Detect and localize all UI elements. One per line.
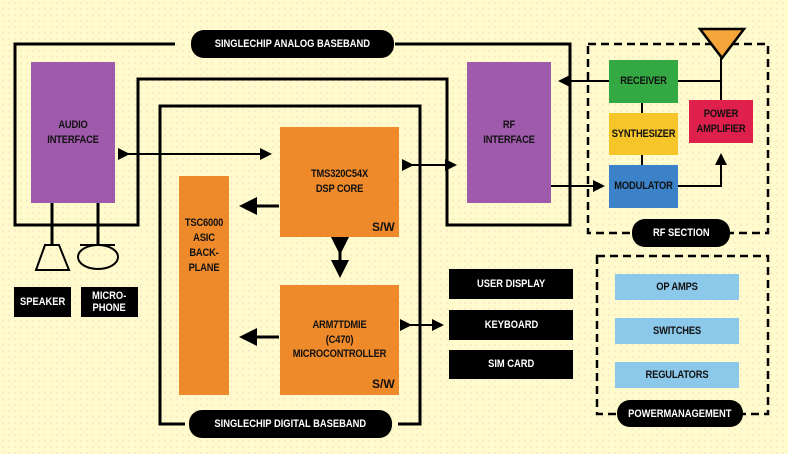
rf-interface-label: RF INTERFACE [483, 118, 535, 146]
audio-interface-block [31, 62, 115, 203]
analog-baseband-outline [13, 42, 572, 227]
sim-card-label: SIM CARD [449, 350, 573, 379]
power-amplifier-block [689, 100, 753, 143]
synthesizer-block [609, 113, 678, 155]
audio-interface-label: AUDIO INTERFACE [47, 118, 99, 146]
synthesizer-label: SYNTHESIZER [611, 127, 676, 140]
microphone-icon [77, 244, 119, 270]
asic-backplane-block [179, 176, 229, 395]
regulators-label: REGULATORS [645, 368, 709, 381]
op-amps-block [615, 274, 739, 300]
microcontroller-block [280, 285, 399, 395]
modulator-label: MODULATOR [614, 180, 673, 193]
op-amps-label: OP AMPS [656, 280, 698, 293]
dsp-sw-label: S/W [372, 220, 395, 234]
dsp-core-block [280, 127, 399, 237]
speaker-icon [34, 244, 71, 271]
receiver-label: RECEIVER [620, 75, 667, 88]
analog-baseband-title: SINGLECHIP ANALOG BASEBAND [191, 30, 394, 58]
power-management-title: POWERMANAGEMENT [617, 400, 743, 427]
modulator-pa-link [678, 153, 727, 187]
microphone-label: MICRO- PHONE [81, 287, 138, 317]
antenna-icon [697, 27, 747, 61]
digital-baseband-title: SINGLECHIP DIGITAL BASEBAND [189, 410, 392, 438]
rf-interface-block [467, 62, 551, 203]
dsp-core-label: TMS320C54X DSP CORE [310, 168, 369, 195]
power-management-outline [595, 254, 770, 416]
mcu-sw-label: S/W [372, 377, 395, 391]
asic-backplane-label: TSC6000 ASIC BACK- PLANE [184, 217, 224, 274]
receiver-block [609, 60, 678, 103]
power-amplifier-label: POWER AMPLIFIER [696, 107, 746, 135]
switches-block [615, 318, 739, 344]
regulators-block [615, 362, 739, 388]
speaker-label: SPEAKER [14, 287, 71, 317]
digital-baseband-outline [158, 104, 422, 426]
modulator-block [609, 165, 678, 208]
keyboard-label: KEYBOARD [449, 310, 573, 340]
switches-label: SWITCHES [653, 324, 701, 337]
rf-section-title: RF SECTION [632, 219, 730, 247]
user-display-label: USER DISPLAY [449, 269, 573, 299]
microcontroller-label: ARM7TDMIE (C470) MICROCONTROLLER [292, 318, 387, 361]
